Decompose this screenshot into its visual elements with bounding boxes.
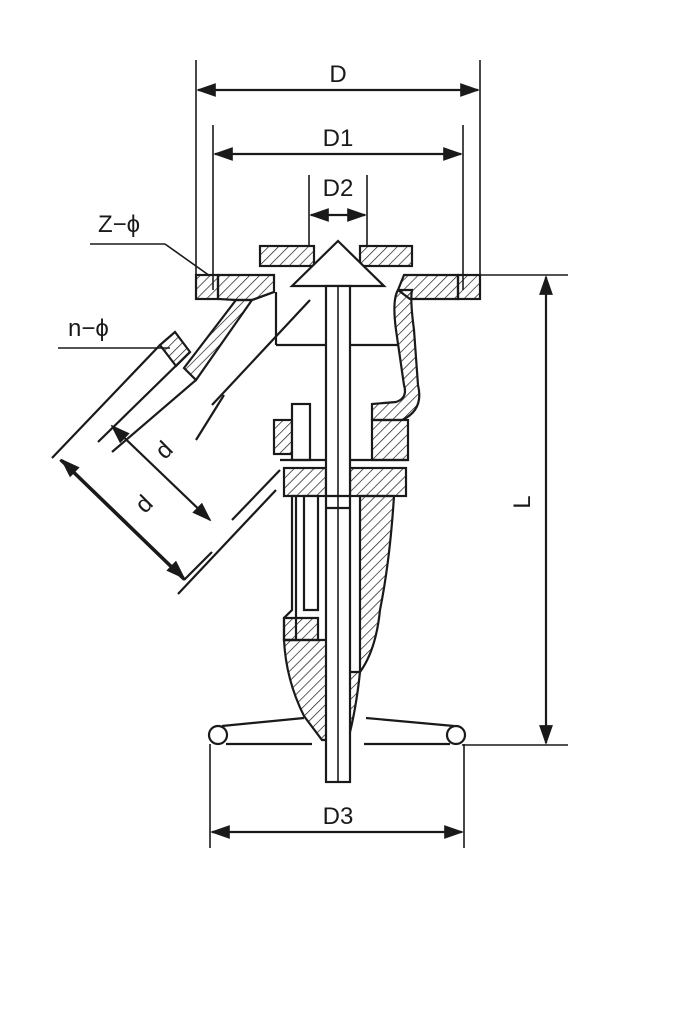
label-D3: D3: [323, 803, 354, 830]
bonnet-packing: [272, 402, 410, 498]
dimension-d-inner: d: [110, 424, 212, 522]
label-n-phi: n−ϕ: [68, 315, 109, 342]
handwheel: [207, 716, 467, 746]
lower-body-neck: [282, 494, 396, 742]
leader-n-phi: n−ϕ: [58, 315, 170, 349]
label-D2: D2: [323, 175, 354, 202]
label-z-phi: Z−ϕ: [98, 211, 140, 238]
dimension-L: L: [462, 274, 568, 746]
dimension-D: D: [195, 60, 481, 300]
leader-z-phi: Z−ϕ: [90, 211, 211, 277]
dimension-D3: D3: [209, 744, 465, 848]
dimension-D1: D1: [212, 125, 464, 290]
label-d-inner: d: [150, 436, 179, 465]
top-flange: [194, 273, 482, 302]
label-D1: D1: [323, 125, 354, 152]
label-L: L: [509, 495, 536, 508]
label-D: D: [329, 61, 346, 88]
stem-top-yoke: [258, 239, 414, 288]
label-d-outer: d: [130, 490, 159, 519]
dimension-D2: D2: [308, 175, 368, 245]
valve-stem: [324, 284, 352, 784]
